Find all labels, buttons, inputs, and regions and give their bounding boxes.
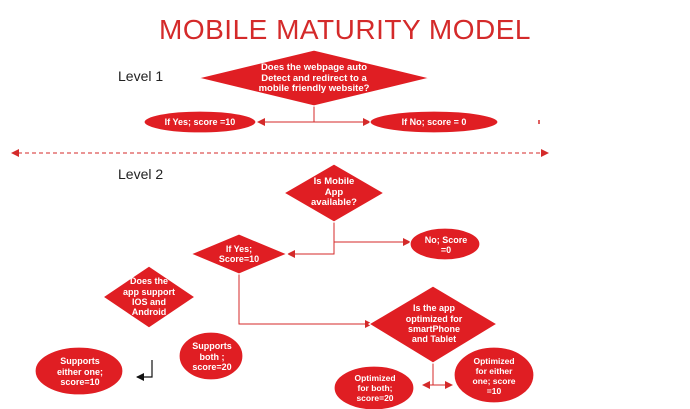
decision-ios-android — [101, 265, 197, 329]
result-no-score-0-app — [409, 227, 481, 261]
result-supports-both — [178, 331, 244, 381]
result-optimized-either — [453, 346, 535, 404]
result-no-score-0 — [369, 110, 499, 134]
connector-d4-optboth — [422, 363, 434, 389]
connector-d1-yes — [257, 106, 315, 126]
result-supports-either — [34, 346, 124, 396]
page-title: MOBILE MATURITY MODEL — [159, 14, 531, 45]
connector-d2-yes — [287, 222, 335, 258]
decision-yes-score-10 — [189, 233, 289, 275]
level-1-label: Level 1 — [118, 68, 164, 84]
connector-yes2-d4 — [238, 274, 373, 328]
result-yes-score-10 — [143, 110, 257, 134]
decision-mobile-app — [282, 163, 386, 223]
level-2-label: Level 2 — [118, 166, 164, 182]
black-elbow-arrow — [136, 360, 153, 381]
decision-optimized-devices — [367, 285, 499, 364]
decision-webpage-redirect — [197, 49, 431, 107]
result-optimized-both — [333, 365, 415, 409]
